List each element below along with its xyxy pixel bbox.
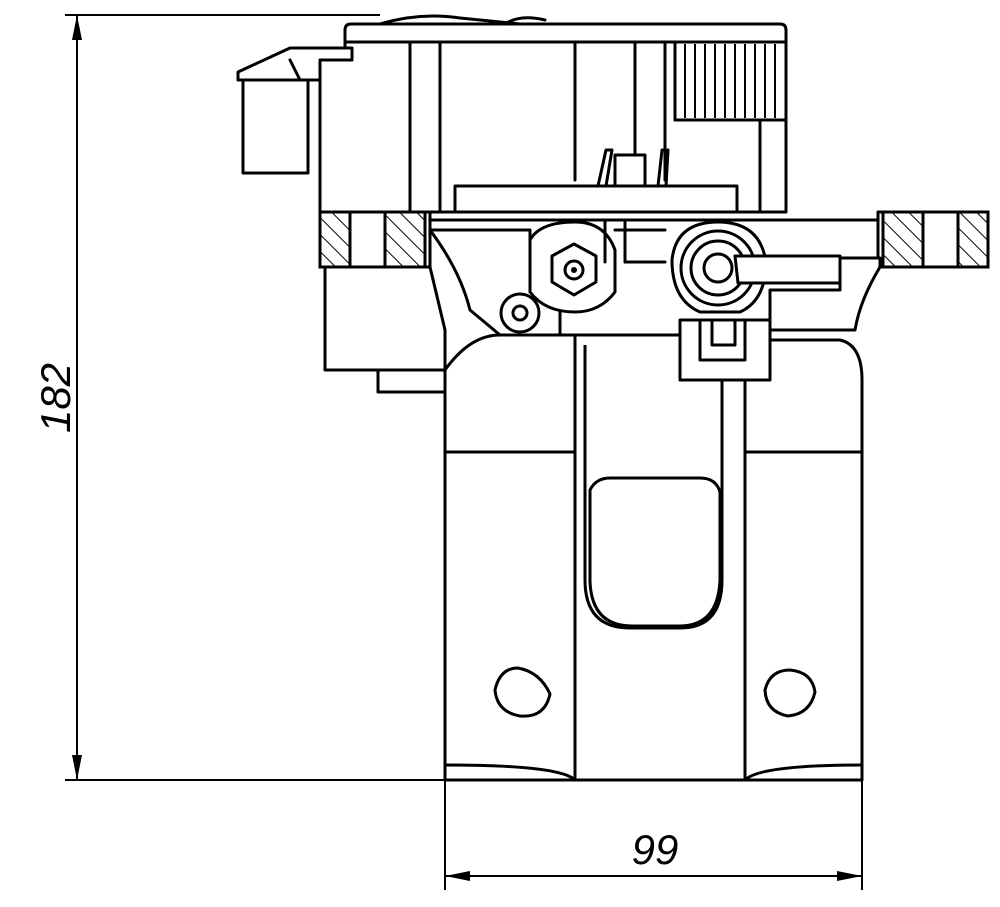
flange-section-right-outer <box>956 210 990 269</box>
flange-section-left-inner <box>383 210 427 269</box>
electrical-connector <box>236 46 354 214</box>
caliper-main-body <box>443 333 864 782</box>
mounting-flange <box>318 210 990 269</box>
width-dimension-label: 99 <box>632 826 679 873</box>
width-dimension: 99 <box>444 770 863 890</box>
width-arrow-left <box>445 871 470 881</box>
height-dimension: 182 <box>32 14 445 781</box>
motor-housing <box>318 14 788 214</box>
height-arrow-bottom <box>72 755 82 780</box>
handbrake-lever-assembly <box>670 220 842 382</box>
width-arrow-right <box>837 871 862 881</box>
bleed-screw-assembly <box>528 220 667 314</box>
flange-section-left-outer <box>318 210 352 269</box>
right-mounting-hole <box>763 668 817 718</box>
left-mounting-hole <box>493 666 552 718</box>
parking-brake-lever <box>733 254 842 285</box>
height-arrow-top <box>72 15 82 40</box>
flange-section-right-inner <box>881 210 925 269</box>
cooling-ribs <box>673 40 788 122</box>
height-dimension-label: 182 <box>32 363 79 433</box>
